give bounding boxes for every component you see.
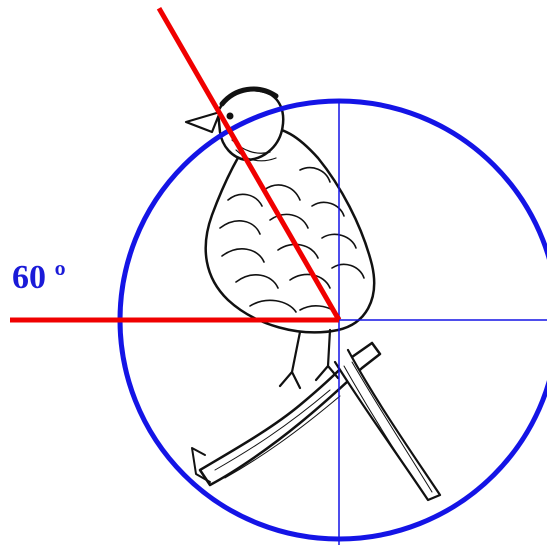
- bird-beak: [184, 110, 222, 134]
- bird-body: [204, 126, 376, 334]
- branch-texture-1: [214, 389, 331, 471]
- bird-tail-lines: [343, 361, 433, 495]
- bird-eye: [226, 112, 234, 120]
- angle-label: 60 º: [12, 259, 66, 296]
- bird-crest: [219, 86, 279, 107]
- bird-tail: [333, 348, 442, 502]
- bird-leg-right: [314, 328, 340, 382]
- bird-leg-left: [278, 330, 302, 390]
- branch-stub: [191, 447, 211, 483]
- branch-texture-2: [224, 395, 341, 479]
- branch: [198, 341, 382, 487]
- angle-ray: [156, 6, 342, 322]
- bird-feathers: [219, 166, 365, 319]
- bird-illustration: [184, 86, 442, 502]
